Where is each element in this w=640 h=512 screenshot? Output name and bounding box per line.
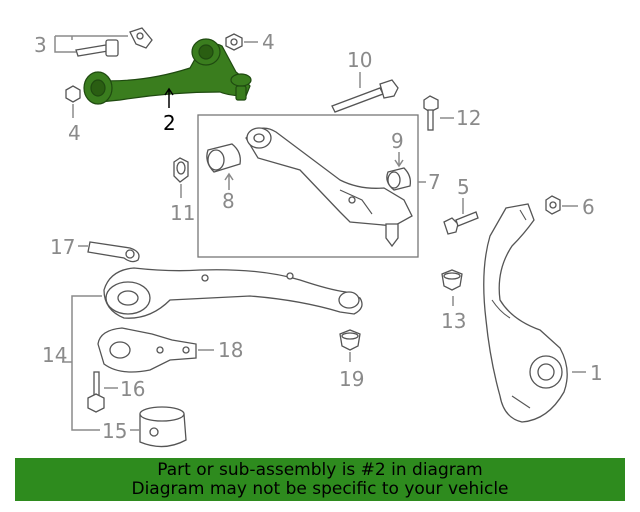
leader-14 [71, 295, 102, 431]
callout-9[interactable]: 9 [391, 129, 404, 153]
leader-8 [224, 172, 234, 190]
callout-3[interactable]: 3 [34, 33, 47, 57]
part-17-bracket[interactable] [87, 241, 140, 263]
callout-11[interactable]: 11 [170, 201, 195, 225]
part-19-nut[interactable] [339, 329, 361, 351]
part-15-bushing[interactable] [139, 406, 187, 448]
part-5-bolt[interactable] [443, 211, 479, 235]
part-2-upper-control-arm[interactable] [83, 38, 252, 105]
part-18-bracket[interactable] [97, 327, 197, 373]
banner-line-1: Part or sub-assembly is #2 in diagram [157, 460, 483, 480]
callout-12[interactable]: 12 [456, 106, 481, 130]
part-14-lower-arm[interactable] [103, 267, 363, 319]
callout-13[interactable]: 13 [441, 309, 466, 333]
callout-16[interactable]: 16 [120, 377, 145, 401]
callout-5[interactable]: 5 [457, 175, 470, 199]
part-9-bushing[interactable] [386, 167, 412, 191]
leader-2 [164, 87, 174, 108]
callout-2[interactable]: 2 [163, 111, 176, 135]
part-7-arm[interactable] [245, 127, 413, 248]
part-10-bolt[interactable] [331, 79, 399, 113]
part-4-nut-left[interactable] [65, 85, 81, 103]
callout-4-top[interactable]: 4 [262, 30, 275, 54]
leader-3b [54, 36, 76, 53]
callout-1[interactable]: 1 [590, 361, 603, 385]
callout-7[interactable]: 7 [428, 170, 441, 194]
part-11-nut[interactable] [173, 157, 189, 183]
callout-4-left[interactable]: 4 [68, 121, 81, 145]
callout-10[interactable]: 10 [347, 48, 372, 72]
callout-18[interactable]: 18 [218, 338, 243, 362]
part-12-bolt[interactable] [423, 95, 439, 131]
banner-line-2: Diagram may not be specific to your vehi… [131, 479, 509, 499]
part-8-bushing[interactable] [206, 143, 241, 173]
callout-8[interactable]: 8 [222, 189, 235, 213]
part-6-nut[interactable] [545, 195, 561, 215]
exploded-parts-diagram: 3 4 2 4 10 12 [34, 27, 603, 448]
callout-15[interactable]: 15 [102, 419, 127, 443]
part-13-nut[interactable] [441, 269, 463, 291]
leader-9 [394, 152, 404, 168]
subassembly-box-7 [197, 114, 419, 258]
part-4-nut-top[interactable] [225, 33, 243, 51]
callout-6[interactable]: 6 [582, 195, 595, 219]
callout-17[interactable]: 17 [50, 235, 75, 259]
part-16-bolt[interactable] [87, 371, 105, 413]
callout-14[interactable]: 14 [42, 343, 67, 367]
part-1-knuckle[interactable] [483, 203, 568, 423]
callout-19[interactable]: 19 [339, 367, 364, 391]
part-3-bolt-and-bracket[interactable] [75, 27, 153, 57]
info-banner: Part or sub-assembly is #2 in diagram Di… [15, 458, 625, 501]
leader-3 [55, 35, 128, 40]
